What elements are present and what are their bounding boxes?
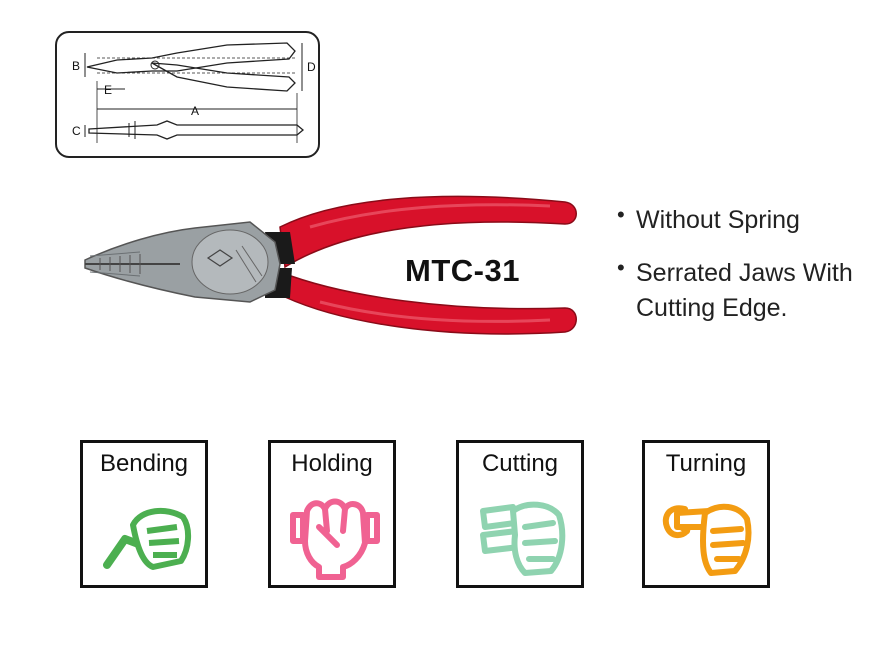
bullet-icon: • — [617, 255, 625, 280]
dimension-diagram: B D E A C — [55, 31, 320, 158]
usage-label: Turning — [665, 450, 747, 477]
pliers-product-image — [84, 195, 577, 335]
cutting-hand-icon — [480, 501, 566, 576]
feature-item: • Without Spring — [612, 202, 862, 238]
dimension-label-a: A — [191, 104, 199, 118]
turning-hand-icon — [662, 503, 752, 576]
dimension-label-e: E — [104, 83, 112, 97]
usage-label: Bending — [99, 450, 189, 477]
feature-text: Without Spring — [636, 206, 800, 234]
feature-item: • Serrated Jaws With Cutting Edge. — [612, 255, 862, 326]
pliers-dimension-drawing: B D E A C — [72, 42, 316, 143]
usage-card-cutting: Cutting — [456, 440, 584, 588]
usage-card-bending: Bending — [80, 440, 208, 588]
feature-text: Serrated Jaws With Cutting Edge. — [636, 259, 853, 322]
usage-label: Holding — [291, 450, 373, 477]
bending-hand-icon — [103, 507, 191, 570]
feature-list: • Without Spring • Serrated Jaws With Cu… — [612, 202, 862, 344]
bullet-icon: • — [617, 202, 625, 227]
holding-hand-icon — [290, 498, 380, 580]
model-number: MTC-31 — [405, 253, 520, 288]
usage-card-holding: Holding — [268, 440, 396, 588]
usage-label: Cutting — [481, 450, 559, 477]
dimension-label-c: C — [72, 124, 81, 138]
dimension-label-b: B — [72, 59, 80, 73]
dimension-label-d: D — [307, 60, 316, 74]
usage-card-turning: Turning — [642, 440, 770, 588]
